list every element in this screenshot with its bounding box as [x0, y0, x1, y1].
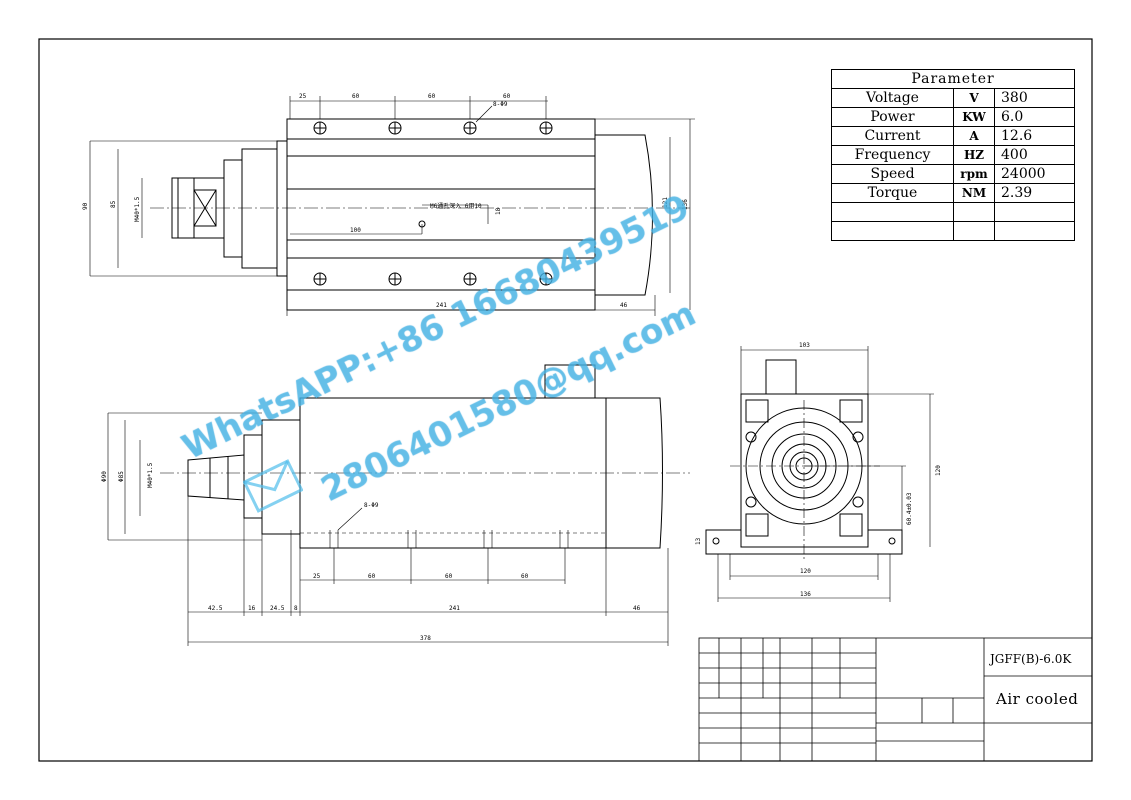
param-unit: rpm	[953, 164, 995, 184]
hole-note: 8-Φ9	[493, 101, 508, 108]
dim-121: 121	[662, 197, 669, 208]
cooling-type: Air cooled	[996, 690, 1079, 708]
param-unit: HZ	[953, 145, 995, 165]
param-value: 380	[994, 88, 1075, 108]
table-row: Speed rpm 24000	[831, 164, 1075, 184]
sheet-border	[38, 38, 1093, 762]
param-unit: V	[953, 88, 995, 108]
param-unit: NM	[953, 183, 995, 203]
dim-s60c: 60	[521, 573, 529, 580]
hole-note-side: 8-Φ9	[364, 502, 379, 509]
table-row-empty	[831, 221, 1075, 241]
dim-8: 8	[294, 605, 298, 612]
dim-60c: 60	[503, 93, 511, 100]
top-view	[89, 96, 695, 316]
dim-18: 18	[495, 207, 502, 215]
dim-25: 25	[299, 93, 307, 100]
table-row: Torque NM 2.39	[831, 183, 1075, 203]
dim-24-5: 24.5	[270, 605, 285, 612]
param-value: 400	[994, 145, 1075, 165]
dim-phi90: Φ90	[101, 471, 108, 482]
param-value: 2.39	[994, 183, 1075, 203]
side-view-labels: Φ90 Φ85 M40*1.5 8-Φ9 25 60 60 60 42.5 16…	[101, 462, 641, 642]
center-note: M6通孔深入 6用10	[430, 202, 482, 210]
dim-60b: 60	[428, 93, 436, 100]
dim-378: 378	[420, 635, 431, 642]
param-name: Power	[831, 107, 954, 127]
dim-phi85: Φ85	[118, 471, 125, 482]
title-block-grid	[698, 637, 1093, 762]
dim-e120h: 120	[800, 568, 811, 575]
param-name: Frequency	[831, 145, 954, 165]
dim-s25: 25	[313, 573, 321, 580]
dim-13: 13	[695, 537, 702, 545]
dim-103: 103	[799, 342, 810, 349]
dim-42-5: 42.5	[208, 605, 223, 612]
param-name: Torque	[831, 183, 954, 203]
dim-16: 16	[248, 605, 256, 612]
param-unit: A	[953, 126, 995, 146]
model-number: JGFF(B)-6.0K	[990, 652, 1072, 666]
top-view-labels: 25 60 60 60 8-Φ9 M6通孔深入 6用10 100 18 90 8…	[82, 93, 689, 309]
dim-s60b: 60	[445, 573, 453, 580]
dim-s60a: 60	[368, 573, 376, 580]
table-row: Power KW 6.0	[831, 107, 1075, 127]
table-row: Current A 12.6	[831, 126, 1075, 146]
dim-85: 85	[110, 200, 117, 208]
dim-136: 136	[682, 199, 689, 210]
param-value: 6.0	[994, 107, 1075, 127]
param-name: Voltage	[831, 88, 954, 108]
dim-e136: 136	[800, 591, 811, 598]
end-view	[705, 346, 934, 602]
side-view	[107, 364, 690, 646]
end-view-labels: 103 120 60.4±0.03 13 120 136	[695, 342, 942, 598]
dim-s46: 46	[633, 605, 641, 612]
param-name: Current	[831, 126, 954, 146]
table-row: Frequency HZ 400	[831, 145, 1075, 165]
dim-e120v: 120	[935, 465, 942, 476]
dim-thread: M40*1.5	[134, 196, 141, 222]
param-value: 12.6	[994, 126, 1075, 146]
envelope-icon	[243, 459, 303, 513]
param-unit: KW	[953, 107, 995, 127]
dim-46: 46	[620, 302, 628, 309]
param-name: Speed	[831, 164, 954, 184]
dim-90: 90	[82, 202, 89, 210]
dim-60a: 60	[352, 93, 360, 100]
param-value: 24000	[994, 164, 1075, 184]
dim-241: 241	[436, 302, 447, 309]
table-row: Voltage V 380	[831, 88, 1075, 108]
parameter-table-title: Parameter	[831, 69, 1075, 89]
table-row-empty	[831, 202, 1075, 222]
dim-s241: 241	[449, 605, 460, 612]
dim-100: 100	[350, 227, 361, 234]
dim-center: 60.4±0.03	[906, 492, 913, 525]
parameter-table: Parameter Voltage V 380 Power KW 6.0 Cur…	[831, 69, 1075, 241]
dim-thread-side: M40*1.5	[147, 462, 154, 488]
